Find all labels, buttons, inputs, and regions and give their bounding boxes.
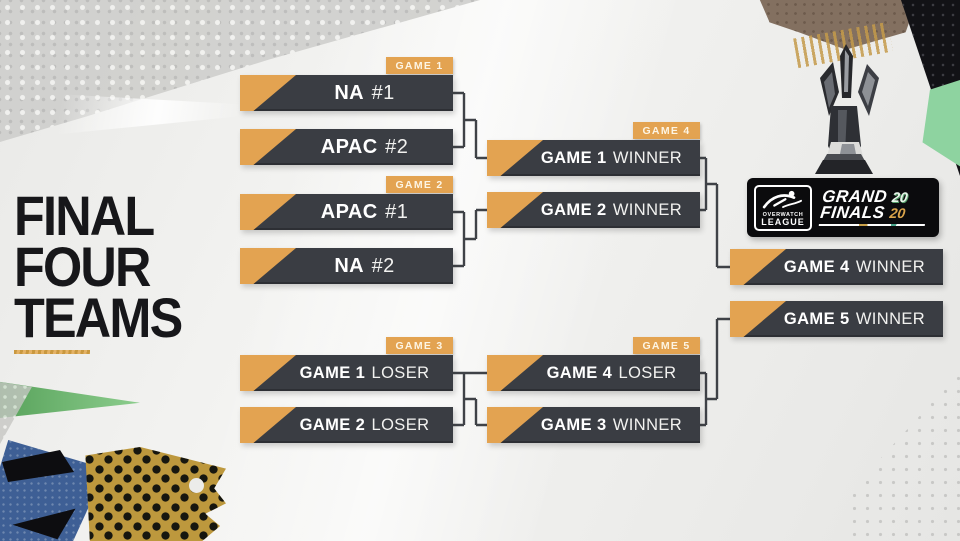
slot-text: APAC bbox=[320, 200, 378, 223]
slot-result: LOSER bbox=[371, 415, 430, 434]
match-game3: GAME 3 GAME 1 LOSER GAME 2 LOSER bbox=[240, 337, 453, 443]
slot-text: GAME 2 bbox=[299, 415, 366, 434]
slot-game5-bottom: GAME 3 WINNER bbox=[487, 407, 700, 443]
slot-result: LOSER bbox=[618, 363, 677, 382]
match-game4: GAME 4 GAME 1 WINNER GAME 2 WINNER bbox=[487, 122, 700, 228]
slot-game3-top: GAME 1 LOSER bbox=[240, 355, 453, 391]
slot-result: WINNER bbox=[855, 309, 926, 328]
game-label: GAME 5 bbox=[633, 337, 700, 354]
slot-game1-bottom: APAC #2 bbox=[240, 129, 453, 165]
title-line: FINAL bbox=[14, 184, 155, 247]
owl-grand-finals-logo: OVERWATCH LEAGUE GRAND 20 FINALS 20 bbox=[747, 178, 939, 237]
slot-result: WINNER bbox=[612, 200, 683, 219]
slot-game4-bottom: GAME 2 WINNER bbox=[487, 192, 700, 228]
slot-seed: #2 bbox=[385, 135, 409, 158]
slot-game1-top: NA #1 bbox=[240, 75, 453, 111]
slot-text: GAME 5 bbox=[783, 309, 850, 328]
overwatch-league-emblem: OVERWATCH LEAGUE bbox=[754, 184, 812, 231]
slot-finals-top: GAME 4 WINNER bbox=[730, 249, 943, 285]
league-text-top: OVERWATCH bbox=[762, 211, 804, 218]
slot-text: GAME 3 bbox=[540, 415, 607, 434]
game-label: GAME 4 bbox=[633, 122, 700, 139]
event-year-top: 20 bbox=[891, 189, 909, 205]
slot-game2-bottom: NA #2 bbox=[240, 248, 453, 284]
slot-result: WINNER bbox=[612, 415, 683, 434]
event-year-bottom: 20 bbox=[888, 205, 907, 221]
slot-game2-top: APAC #1 bbox=[240, 194, 453, 230]
slot-result: WINNER bbox=[855, 257, 926, 276]
title-line: TEAMS bbox=[14, 286, 183, 349]
slot-seed: #1 bbox=[385, 200, 409, 223]
game-label: GAME 2 bbox=[386, 176, 453, 193]
event-title: GRAND 20 FINALS 20 bbox=[818, 187, 930, 226]
slot-text: NA bbox=[334, 81, 365, 104]
slot-text: GAME 1 bbox=[299, 363, 366, 382]
owl-hero-icon bbox=[762, 190, 803, 208]
match-game5: GAME 5 GAME 4 LOSER GAME 3 WINNER bbox=[487, 337, 700, 443]
slot-game4-top: GAME 1 WINNER bbox=[487, 140, 700, 176]
game-label: GAME 1 bbox=[386, 57, 453, 74]
slot-game3-bottom: GAME 2 LOSER bbox=[240, 407, 453, 443]
league-text-bottom: LEAGUE bbox=[761, 216, 805, 227]
title-line: FOUR bbox=[14, 235, 151, 298]
slot-text: GAME 2 bbox=[540, 200, 607, 219]
slot-finals-bottom: GAME 5 WINNER bbox=[730, 301, 943, 337]
slot-seed: #2 bbox=[371, 254, 395, 277]
match-finals: GAME 4 WINNER GAME 5 WINNER bbox=[730, 249, 943, 339]
title-underline bbox=[14, 350, 90, 354]
slot-text: GAME 4 bbox=[546, 363, 613, 382]
slot-game5-top: GAME 4 LOSER bbox=[487, 355, 700, 391]
match-game2: GAME 2 APAC #1 NA #2 bbox=[240, 176, 453, 284]
slot-text: GAME 4 bbox=[783, 257, 850, 276]
page-title: FINAL FOUR TEAMS bbox=[14, 184, 200, 354]
slot-seed: #1 bbox=[371, 81, 395, 104]
match-game1: GAME 1 NA #1 APAC #2 bbox=[240, 57, 453, 165]
event-underline bbox=[818, 224, 925, 226]
slot-text: GAME 1 bbox=[540, 148, 607, 167]
game-label: GAME 3 bbox=[386, 337, 453, 354]
slot-text: APAC bbox=[320, 135, 378, 158]
slot-result: LOSER bbox=[371, 363, 430, 382]
slot-result: WINNER bbox=[612, 148, 683, 167]
event-word-finals: FINALS bbox=[819, 203, 886, 222]
slot-text: NA bbox=[334, 254, 365, 277]
